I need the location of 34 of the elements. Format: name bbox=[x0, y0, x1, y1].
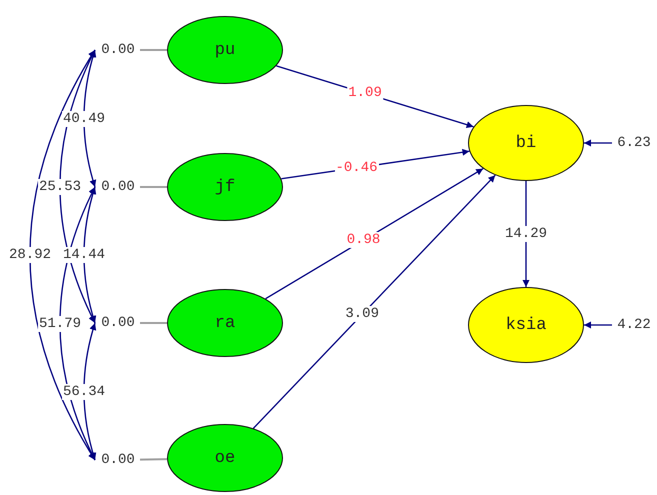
edge-label: 28.92 bbox=[8, 247, 52, 263]
variable-ellipse: bi bbox=[468, 105, 584, 181]
connector-line bbox=[140, 49, 167, 51]
value-label: 0.00 bbox=[96, 41, 140, 59]
value-label: 4.22 bbox=[612, 316, 656, 334]
arrow bbox=[265, 168, 484, 300]
edge-label: 56.34 bbox=[62, 384, 106, 400]
connector-line bbox=[140, 186, 167, 188]
variable-ellipse: jf bbox=[167, 153, 283, 221]
variable-ellipse: oe bbox=[167, 424, 283, 492]
arrow bbox=[83, 50, 96, 188]
edge-label: 0.98 bbox=[346, 232, 382, 248]
arrow bbox=[83, 322, 96, 460]
edge-label: 3.09 bbox=[344, 306, 380, 322]
edge-label: 1.09 bbox=[347, 85, 383, 102]
value-label: 6.23 bbox=[612, 134, 656, 152]
variable-ellipse: ra bbox=[167, 289, 283, 357]
variable-ellipse: ksia bbox=[468, 287, 584, 363]
connector-line bbox=[140, 322, 167, 324]
edge-label: 51.79 bbox=[38, 316, 82, 332]
edge-label: 40.49 bbox=[62, 110, 106, 126]
value-label: 0.00 bbox=[96, 314, 140, 332]
edge-label: 14.29 bbox=[504, 226, 548, 242]
edge-label: 14.44 bbox=[62, 247, 106, 263]
arrow bbox=[584, 140, 612, 146]
arrow bbox=[29, 50, 96, 460]
arrow bbox=[83, 186, 96, 324]
variable-ellipse: pu bbox=[167, 16, 283, 84]
arrow bbox=[584, 322, 612, 328]
value-label: 0.00 bbox=[96, 178, 140, 196]
arrow bbox=[252, 174, 496, 429]
edge-label: 25.53 bbox=[38, 178, 82, 194]
value-label: 0.00 bbox=[96, 451, 140, 469]
connector-line bbox=[140, 458, 168, 461]
